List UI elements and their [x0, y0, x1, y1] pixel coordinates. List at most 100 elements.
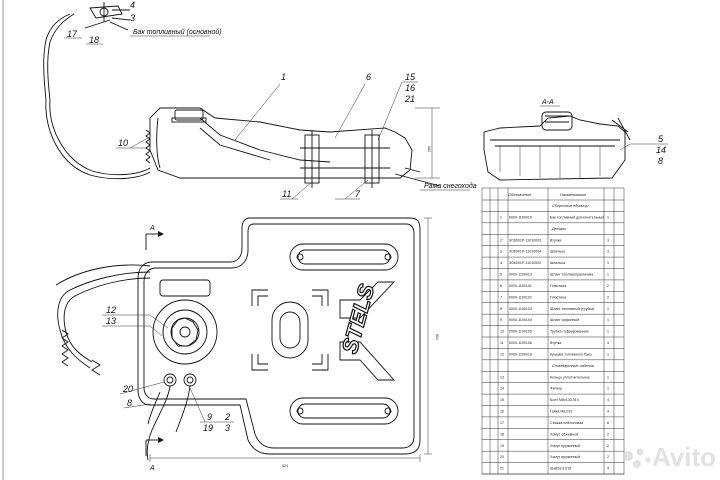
- callout-21: 21: [404, 94, 415, 104]
- bom-name: Болт М8х130.019: [550, 398, 579, 402]
- bom-header-3: Наименование: [560, 193, 586, 197]
- callout-11: 11: [282, 189, 291, 199]
- bom-qty: 1: [607, 307, 609, 311]
- bom-name: Хомут пружинный: [550, 444, 580, 448]
- callout-20: 20: [122, 384, 133, 394]
- bom-code: 0000-1100106: [509, 341, 532, 345]
- callout-3: 3: [130, 13, 135, 23]
- bom-name: Пластина: [550, 284, 566, 288]
- bom-name: Шпилька: [550, 261, 565, 265]
- bom-code: 0000-1100101: [509, 284, 532, 288]
- section-label: А-А: [541, 99, 554, 106]
- section-mark-top: A: [149, 225, 155, 232]
- bom-name: Шланг сифонный: [550, 318, 579, 322]
- label-snowmobile-frame: Рама снегохода: [424, 182, 477, 190]
- bom-qty: 3: [607, 238, 609, 242]
- bom-pos: 21: [500, 467, 504, 471]
- bom-pos: 9: [500, 318, 502, 322]
- bom-qty: 1: [607, 215, 609, 219]
- bom-pos: 7: [500, 295, 502, 299]
- bom-code: 0000-1100104: [509, 318, 532, 322]
- bom-name: Стандартные изделия: [552, 364, 594, 368]
- bom-header-2: Обозначение: [508, 193, 531, 197]
- bom-qty: 4: [607, 341, 609, 345]
- bom-name: Стяжка нейлоновая: [550, 421, 583, 425]
- bom-pos: 17: [500, 421, 504, 425]
- bom-name: Бак топливный дополнительный: [550, 215, 604, 219]
- bom-pos: 14: [500, 387, 504, 391]
- tank-top-view: [55, 217, 432, 462]
- callout-18: 18: [89, 35, 99, 45]
- bom-qty: 1: [607, 273, 609, 277]
- stels-logo: STELS: [337, 281, 380, 356]
- bom-pos: 13: [500, 375, 504, 379]
- bom-name: Крышка топливного бака: [550, 352, 592, 356]
- bom-qty: 4: [607, 398, 609, 402]
- callout-1: 1: [281, 72, 286, 82]
- bom-pos: 10: [500, 330, 504, 334]
- bom-pos: 20: [500, 455, 504, 459]
- bom-pos: 19: [500, 444, 504, 448]
- bom-name: Шайба 8.019: [550, 467, 571, 471]
- bom-qty: 2: [607, 284, 609, 288]
- section-mark-bottom: A: [149, 465, 155, 472]
- bom-name: Фильтр: [550, 387, 562, 391]
- callout-8-right: 8: [658, 156, 663, 166]
- bom-qty: 2: [607, 455, 609, 459]
- callout-3b: 3: [225, 423, 230, 433]
- bom-code: 0000-1100105: [509, 330, 532, 334]
- bom-name: Втулка: [550, 341, 561, 345]
- bom-qty: 3: [607, 250, 609, 254]
- dim-height: 604: [435, 334, 439, 340]
- label-tank-main: Бак топливный (основной): [133, 28, 222, 36]
- callout-10: 10: [118, 138, 128, 148]
- bom-code: ЗО6001Р-11010002: [509, 261, 541, 265]
- callout-14: 14: [656, 145, 666, 155]
- bom-pos: 18: [500, 432, 504, 436]
- bom-code: ЗО6001Р-11010003: [509, 238, 541, 242]
- callout-17: 17: [67, 29, 78, 39]
- callout-5: 5: [658, 134, 664, 144]
- bom-qty: 1: [607, 330, 609, 334]
- bom-qty: 1: [607, 375, 609, 379]
- bom-name: Хомут обжимной: [550, 432, 578, 436]
- callout-9: 9: [207, 412, 212, 422]
- bom-name: Детали: [551, 227, 567, 231]
- bom-pos: 6: [500, 284, 502, 288]
- bom-qty: 4: [607, 467, 609, 471]
- bom-name: Трубка гофрированная: [550, 330, 589, 334]
- bom-pos: 12: [500, 352, 504, 356]
- callout-6: 6: [366, 72, 371, 82]
- bom-name: Шпилька: [550, 250, 565, 254]
- bom-pos: 1: [500, 215, 502, 219]
- bom-pos: 4: [500, 261, 502, 265]
- bom-code: 0000-1100016: [509, 352, 532, 356]
- dim-side: 182: [427, 146, 431, 152]
- bom-qty: 1: [607, 318, 609, 322]
- bom-pos: 5: [500, 273, 502, 277]
- bom-code: 0000-1100103: [509, 307, 532, 311]
- callout-8: 8: [127, 398, 132, 408]
- callout-15: 15: [405, 72, 416, 82]
- bom-qty: 1: [607, 352, 609, 356]
- bom-name: Сборочные единицы: [552, 204, 589, 208]
- bom-pos: 8: [500, 307, 502, 311]
- bom-code: 0000-1100013: [509, 273, 532, 277]
- bom-code: ЗО6001Р-11010004: [509, 250, 541, 254]
- bom-qty: 6: [607, 421, 609, 425]
- bom-pos: 2: [500, 238, 502, 242]
- callout-16: 16: [405, 83, 415, 93]
- bom-qty: 4: [607, 410, 609, 414]
- callout-13: 13: [106, 316, 116, 326]
- callout-7: 7: [355, 189, 361, 199]
- bom-qty: 1: [607, 387, 609, 391]
- bom-name: Шланг топливоприемника: [550, 273, 593, 277]
- bom-qty: 2: [607, 432, 609, 436]
- callout-4: 4: [130, 0, 135, 10]
- bom-name: Втулка: [550, 238, 561, 242]
- bom-pos: 15: [500, 398, 504, 402]
- dim-width: 524: [282, 464, 288, 468]
- bom-name: Гайка М8.019: [550, 410, 572, 414]
